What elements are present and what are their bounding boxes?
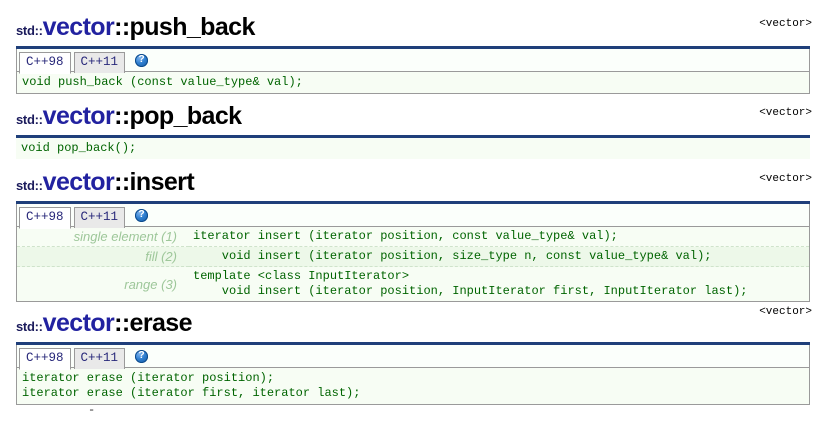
- header-include-label: <vector>: [759, 306, 812, 318]
- overload-label: single element (1): [16, 227, 189, 247]
- header-include-label: <vector>: [759, 107, 812, 119]
- section-pop-back: <vector> std::vector::pop_back void pop_…: [0, 94, 838, 159]
- standard-tabs: C++98 C++11: [16, 49, 810, 74]
- title-class: vector: [42, 309, 115, 337]
- title-member: ::pop_back: [114, 102, 242, 130]
- table-row: fill (2) void insert (iterator position,…: [16, 246, 810, 267]
- help-question-icon[interactable]: [135, 349, 149, 363]
- overload-signature: template <class InputIterator> void inse…: [193, 269, 748, 298]
- title-member: ::erase: [114, 309, 192, 337]
- table-row: range (3) template <class InputIterator>…: [17, 267, 810, 302]
- title-namespace: std::: [16, 112, 43, 127]
- header-include-label: <vector>: [759, 173, 812, 185]
- signature-code-block: void push_back (const value_type& val);: [16, 72, 810, 94]
- page-title-erase: std::vector::erase: [16, 310, 810, 342]
- title-namespace: std::: [16, 319, 43, 334]
- help-question-icon[interactable]: [135, 53, 149, 67]
- help-question-icon[interactable]: [135, 208, 149, 222]
- table-row: single element (1) iterator insert (iter…: [16, 227, 810, 247]
- standard-tabs: C++98 C++11: [16, 345, 810, 370]
- section-rule: [16, 342, 810, 345]
- signature-code-block: iterator erase (iterator position); iter…: [16, 368, 810, 405]
- header-include-label: <vector>: [759, 18, 812, 30]
- code-line: iterator erase (iterator first, iterator…: [22, 386, 361, 400]
- section-erase: <vector> std::vector::erase C++98 C++11 …: [0, 302, 838, 417]
- section-rule: [16, 201, 810, 204]
- section-rule: [16, 46, 810, 49]
- signature-code-block: void pop_back();: [16, 138, 810, 159]
- section-rule: [16, 135, 810, 138]
- tab-cpp11[interactable]: C++11: [73, 207, 126, 228]
- title-class: vector: [42, 102, 115, 130]
- overload-label: range (3): [124, 276, 177, 292]
- standard-tabs: C++98 C++11: [16, 204, 810, 229]
- title-namespace: std::: [16, 23, 43, 38]
- title-member: ::insert: [114, 168, 195, 196]
- title-member: ::push_back: [114, 13, 255, 41]
- title-class: vector: [42, 168, 115, 196]
- tab-cpp11[interactable]: C++11: [73, 348, 126, 369]
- title-class: vector: [42, 13, 115, 41]
- title-namespace: std::: [16, 178, 43, 193]
- page-title-push-back: std::vector::push_back: [16, 14, 810, 46]
- tab-cpp98[interactable]: C++98: [19, 207, 71, 229]
- section-insert: <vector> std::vector::insert C++98 C++11…: [0, 159, 838, 302]
- signature-overload-table: single element (1) iterator insert (iter…: [16, 227, 810, 302]
- tab-cpp11[interactable]: C++11: [73, 52, 126, 73]
- overload-signature: iterator insert (iterator position, cons…: [189, 227, 810, 247]
- page-artifact: -: [88, 403, 96, 417]
- section-push-back: <vector> std::vector::push_back C++98 C+…: [0, 0, 838, 94]
- page-title-insert: std::vector::insert: [16, 169, 810, 201]
- tab-cpp98[interactable]: C++98: [19, 52, 71, 74]
- tab-cpp98[interactable]: C++98: [19, 348, 71, 370]
- overload-label: fill (2): [16, 246, 189, 267]
- overload-signature: void insert (iterator position, size_typ…: [189, 246, 810, 267]
- code-line: iterator erase (iterator position);: [22, 371, 275, 385]
- page-title-pop-back: std::vector::pop_back: [16, 103, 810, 135]
